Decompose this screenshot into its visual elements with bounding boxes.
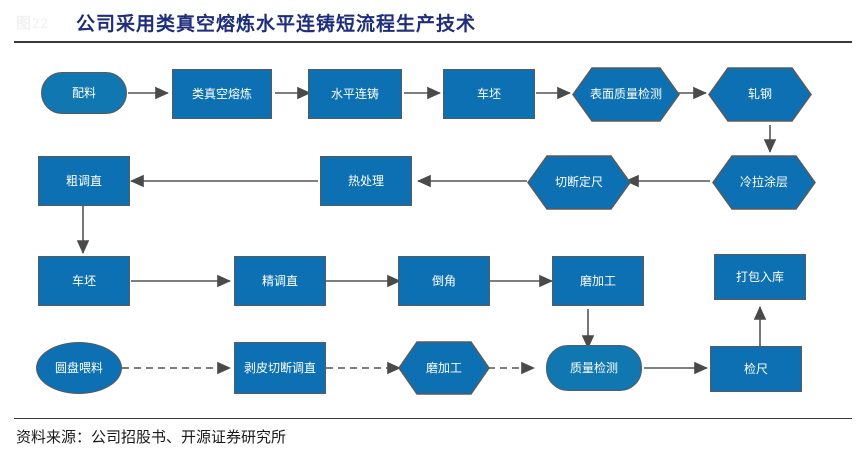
page-title: 公司采用类真空熔炼水平连铸短流程生产技术	[76, 14, 477, 35]
node-label: 配料	[71, 85, 96, 100]
node-chepei-1[interactable]: 车坯	[443, 69, 535, 119]
watermark-logo: 图22	[16, 16, 50, 32]
node-qieduan-dingchi[interactable]: 切断定尺	[527, 155, 631, 210]
node-daojiao[interactable]: 倒角	[398, 256, 490, 306]
hexagon-shape	[708, 67, 812, 122]
node-label: 水平连铸	[330, 86, 379, 101]
node-dabao-ruku[interactable]: 打包入库	[714, 254, 806, 300]
node-lei-zhenkong-ronglian[interactable]: 类真空熔炼	[172, 69, 272, 119]
node-mojiagong-1[interactable]: 磨加工	[552, 256, 644, 306]
node-label: 圆盘喂料	[54, 360, 103, 375]
hexagon-shape	[712, 155, 816, 210]
node-label: 轧钢	[747, 87, 772, 101]
source-note: 资料来源：公司招股书、开源证券研究所	[16, 430, 287, 446]
node-label: 剥皮切断调直	[243, 360, 316, 375]
node-label: 车坯	[71, 273, 96, 288]
node-chepei-2[interactable]: 车坯	[38, 256, 130, 306]
node-label: 打包入库	[735, 269, 784, 284]
node-zhiliang-jiance[interactable]: 质量检测	[546, 345, 642, 391]
hexagon-shape	[398, 341, 490, 395]
node-bopi-qieduan-tiaozhi[interactable]: 剥皮切断调直	[234, 342, 326, 394]
node-cu-tiaozhi[interactable]: 粗调直	[38, 156, 130, 206]
node-rechuli[interactable]: 热处理	[320, 156, 412, 206]
node-label: 磨加工	[579, 273, 616, 288]
node-mojiagong-2[interactable]: 磨加工	[398, 341, 490, 395]
hexagon-shape	[527, 155, 631, 210]
footer-divider	[14, 418, 852, 419]
node-label: 磨加工	[425, 360, 462, 375]
hexagon-shape	[572, 67, 680, 122]
node-label: 粗调直	[65, 173, 102, 188]
node-biaomian-zhiliang-jiance[interactable]: 表面质量检测	[572, 67, 680, 122]
node-peiliao[interactable]: 配料	[41, 72, 127, 114]
node-label: 冷拉涂层	[739, 175, 788, 189]
node-label: 切断定尺	[554, 175, 603, 189]
node-lengla-tuceng[interactable]: 冷拉涂层	[712, 155, 816, 210]
node-yuanpan-weiliao[interactable]: 圆盘喂料	[36, 342, 122, 394]
node-label: 质量检测	[569, 360, 618, 375]
node-label: 热处理	[347, 173, 384, 188]
node-label: 车坯	[476, 86, 501, 101]
node-jing-tiaozhi[interactable]: 精调直	[234, 256, 326, 306]
node-zhagang[interactable]: 轧钢	[708, 67, 812, 122]
node-shuiping-lianzhu[interactable]: 水平连铸	[308, 69, 402, 119]
node-label: 表面质量检测	[589, 87, 662, 101]
title-divider	[14, 41, 852, 43]
node-label: 类真空熔炼	[191, 86, 252, 101]
node-label: 倒角	[431, 273, 456, 288]
node-jianchi[interactable]: 检尺	[710, 346, 802, 392]
node-label: 精调直	[261, 273, 298, 288]
node-label: 检尺	[743, 361, 768, 376]
